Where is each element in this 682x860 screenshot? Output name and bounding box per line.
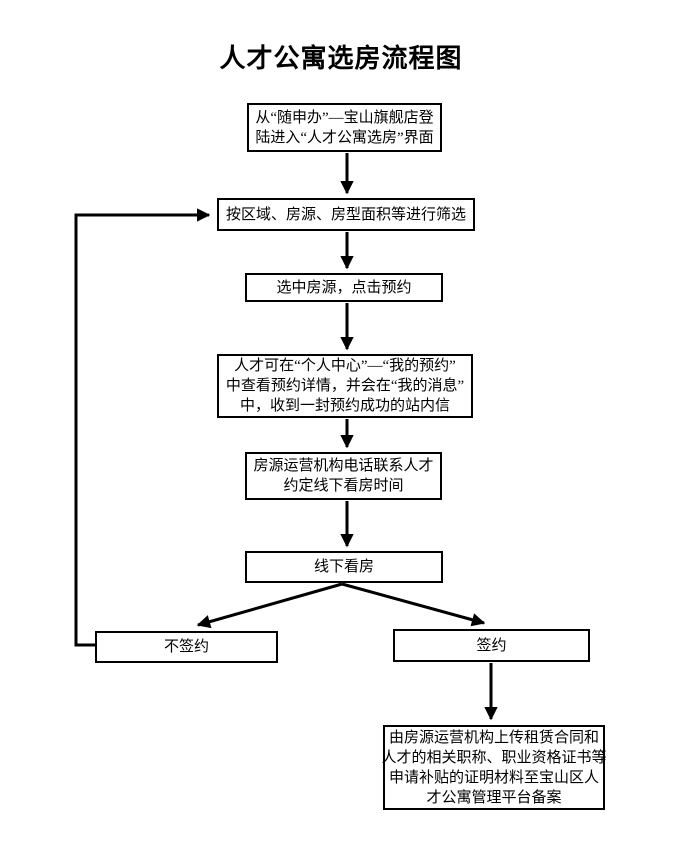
node-line: 人才的相关职称、职业资格证书等 bbox=[381, 749, 607, 766]
node-line: 由房源运营机构上传租赁合同和 bbox=[388, 729, 599, 746]
node-line: 才公寓管理平台备案 bbox=[426, 789, 562, 806]
edge-viewing-sign bbox=[341, 582, 486, 627]
node-contact: 房源运营机构电话联系人才 约定线下看房时间 bbox=[245, 452, 442, 500]
node-line: 约定线下看房时间 bbox=[283, 478, 404, 494]
node-line: 陆进入“人才公寓选房”界面 bbox=[255, 129, 434, 146]
node-line: 房源运营机构电话联系人才 bbox=[253, 458, 434, 474]
node-select: 选中房源，点击预约 bbox=[245, 273, 443, 302]
node-line: 按区域、房源、房型面积等进行筛选 bbox=[225, 206, 466, 223]
node-login: 从“随申办”—宝山旗舰店登 陆进入“人才公寓选房”界面 bbox=[247, 103, 442, 152]
node-sign: 签约 bbox=[393, 629, 590, 662]
node-line: 签约 bbox=[476, 637, 507, 654]
node-line: 申请补贴的证明材料至宝山区人 bbox=[388, 769, 599, 786]
node-line: 中，收到一封预约成功的站内信 bbox=[239, 398, 450, 414]
node-line: 中查看预约详情，并会在“我的消息” bbox=[225, 378, 465, 394]
flowchart-title: 人才公寓选房流程图 bbox=[219, 44, 463, 73]
node-confirm: 人才可在“个人中心”—“我的预约” 中查看预约详情，并会在“我的消息” 中，收到… bbox=[217, 354, 473, 418]
node-viewing: 线下看房 bbox=[245, 551, 443, 583]
node-line: 不签约 bbox=[163, 639, 209, 655]
node-line: 线下看房 bbox=[313, 559, 374, 575]
node-line: 选中房源，点击预约 bbox=[276, 279, 412, 296]
node-line: 人才可在“个人中心”—“我的预约” bbox=[234, 358, 456, 374]
node-line: 从“随申办”—宝山旗舰店登 bbox=[255, 109, 434, 126]
edge-viewing-nosign bbox=[196, 582, 343, 629]
node-filter: 按区域、房源、房型面积等进行筛选 bbox=[217, 198, 475, 231]
node-no-sign: 不签约 bbox=[95, 631, 278, 663]
node-filing: 由房源运营机构上传租赁合同和 人才的相关职称、职业资格证书等 申请补贴的证明材料… bbox=[381, 725, 607, 810]
edge-nosign-filter-loop bbox=[74, 208, 211, 647]
